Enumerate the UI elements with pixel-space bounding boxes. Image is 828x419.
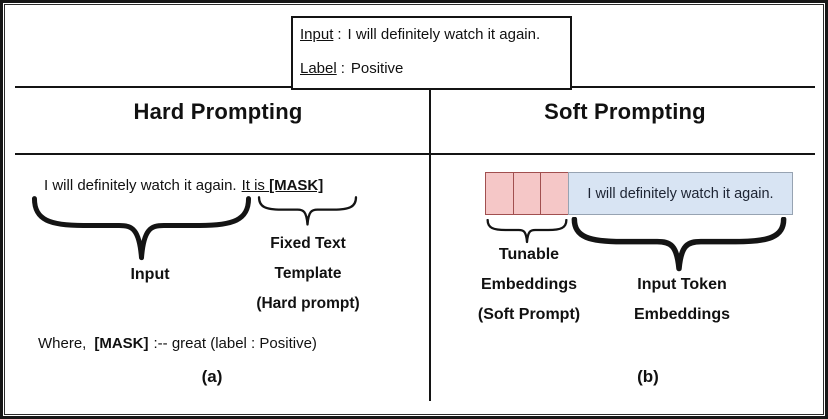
colon-separator: : xyxy=(337,26,342,43)
tunable-embedding-cell xyxy=(486,173,513,214)
tunable-label-line1: Tunable xyxy=(498,246,560,263)
example-box: Input:I will definitely watch it again. … xyxy=(291,16,572,90)
tunable-label-line3: (Soft Prompt) xyxy=(477,306,581,323)
colon-separator: : xyxy=(340,60,345,77)
where-clause: Where, [MASK]:-- great (label : Positive) xyxy=(38,335,317,352)
caption-b: (b) xyxy=(637,367,659,386)
where-rest: :-- great (label : Positive) xyxy=(153,335,317,352)
hard-prompting-title: Hard Prompting xyxy=(133,99,303,124)
template-label-line2: Template xyxy=(274,265,342,282)
template-prefix: It is xyxy=(241,177,270,194)
example-input-value: I will definitely watch it again. xyxy=(347,26,541,43)
example-label-key: Label xyxy=(300,60,337,77)
hard-prompt-sentence: I will definitely watch it again.It is [… xyxy=(44,177,323,194)
input-token-label-line1: Input Token xyxy=(637,276,727,293)
mask-token: [MASK] xyxy=(269,177,324,194)
template-label-line1: Fixed Text xyxy=(270,235,346,252)
hard-template-phrase: It is [MASK] xyxy=(242,177,324,194)
example-label-row: Label: Positive xyxy=(300,60,403,77)
vertical-divider xyxy=(429,88,431,401)
hard-input-sentence: I will definitely watch it again. xyxy=(44,177,237,194)
horizontal-separator-headers xyxy=(15,153,815,155)
where-prefix: Where, xyxy=(38,335,87,352)
caption-a: (a) xyxy=(201,367,223,386)
tunable-label-line2: Embeddings xyxy=(480,276,577,293)
example-label-value: Positive xyxy=(350,60,404,77)
tunable-embedding-cell xyxy=(512,173,542,214)
input-token-label-line2: Embeddings xyxy=(633,306,730,323)
tunable-embedding-cell xyxy=(541,173,568,214)
where-mask-token: [MASK] xyxy=(94,335,149,352)
example-input-key: Input xyxy=(300,26,334,43)
template-label-line3: (Hard prompt) xyxy=(256,295,360,312)
input-token-embeddings-box: I will definitely watch it again. xyxy=(568,172,793,215)
tunable-embeddings-cells xyxy=(485,172,569,215)
example-input-row: Input: I will definitely watch it again. xyxy=(300,26,540,43)
input-brace-label: Input xyxy=(130,266,170,283)
tunable-underbrace-icon xyxy=(486,219,568,244)
input-token-underbrace-icon xyxy=(570,217,788,273)
soft-input-sentence: I will definitely watch it again. xyxy=(587,185,774,202)
inner-frame xyxy=(4,4,824,415)
soft-prompting-title: Soft Prompting xyxy=(544,99,706,124)
input-underbrace-icon xyxy=(30,196,253,263)
template-underbrace-icon xyxy=(257,196,358,227)
